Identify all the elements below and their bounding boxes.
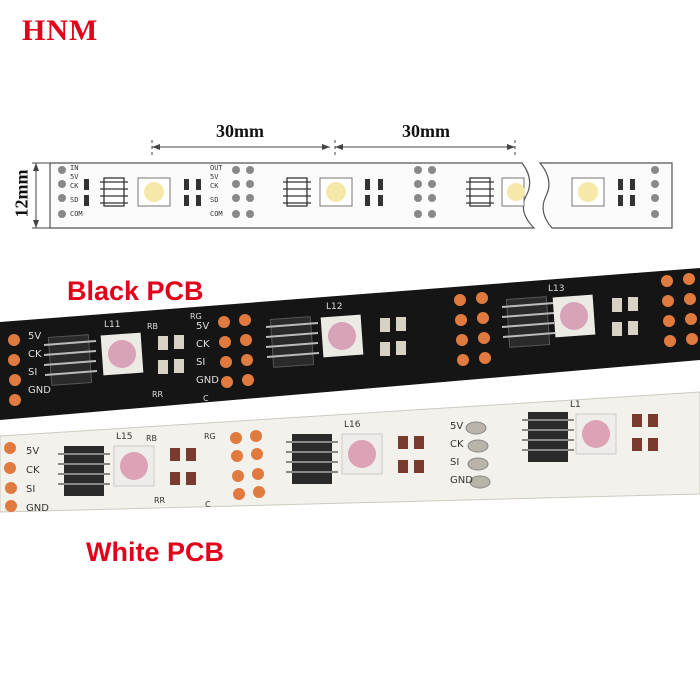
black-component-label-rg: RG (190, 312, 202, 321)
white-led-label-3: L1 (570, 400, 581, 410)
white-component-label-c: C (205, 500, 211, 509)
black-led-label-3: L13 (548, 284, 565, 294)
white-component-label-rr: RR (154, 496, 166, 505)
black-component-label-rb: RB (147, 322, 159, 331)
black-component-label-c: C (203, 394, 209, 403)
black-pcb-caption: Black PCB (67, 276, 204, 306)
black-led-label-2: L12 (326, 302, 343, 312)
segment-length-label-2: 30mm (402, 121, 450, 141)
diagram-units (58, 166, 659, 218)
white-component-label-rg: RG (204, 432, 216, 441)
segment-length-label-1: 30mm (216, 121, 264, 141)
black-led-label-1: L11 (104, 320, 121, 330)
brand-logo: HNM (22, 14, 99, 47)
white-pcb-caption: White PCB (86, 537, 224, 567)
white-component-label-rb: RB (146, 434, 158, 443)
white-led-label-1: L15 (116, 432, 133, 442)
white-led-label-2: L16 (344, 420, 361, 430)
black-component-label-rr: RR (152, 390, 164, 399)
